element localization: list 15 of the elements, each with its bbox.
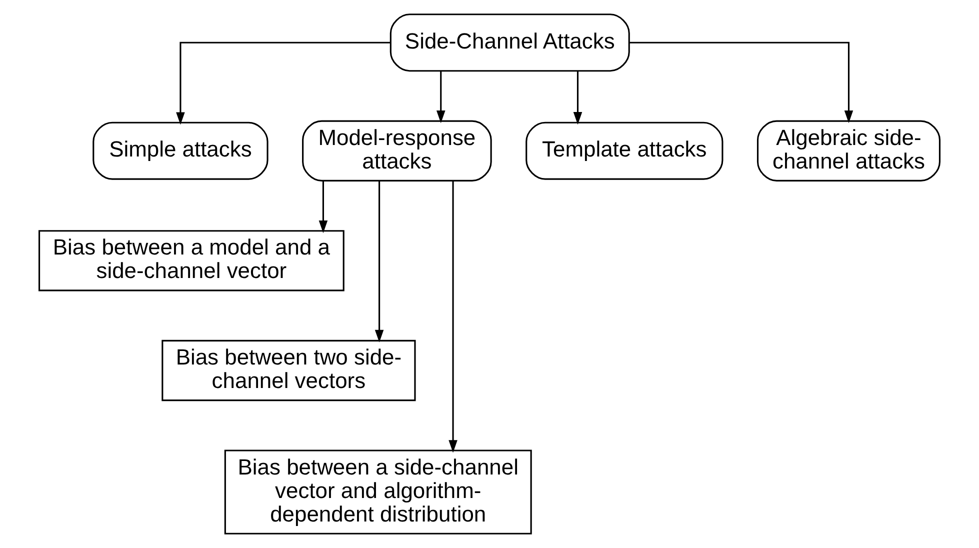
node-box: Bias between a model and a side-channel vector — [38, 230, 344, 292]
arrow — [318, 180, 328, 234]
node-box: Template attacks — [526, 122, 724, 180]
node-box: Simple attacks — [92, 122, 268, 180]
node-box: Bias between a side-channel vector and algorithm-dependent distribution — [224, 450, 532, 534]
arrow — [573, 71, 582, 125]
node-box: Bias between two side-channel vectors — [162, 340, 416, 402]
node-box: Side-Channel Attacks — [390, 14, 630, 72]
node-box: Algebraic side-channel attacks — [756, 120, 940, 182]
arrow — [448, 181, 458, 453]
arrow — [436, 71, 446, 124]
arrow — [176, 42, 390, 125]
node-box: Model-response attacks — [302, 120, 492, 182]
arrow — [374, 180, 384, 342]
arrow — [629, 42, 854, 124]
